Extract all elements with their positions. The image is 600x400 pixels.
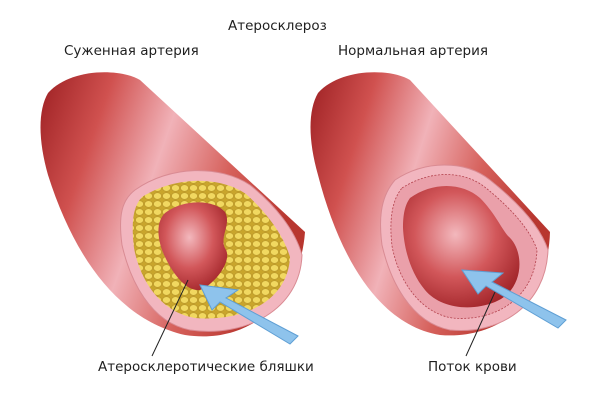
narrowed-artery: [40, 72, 305, 357]
blood-flow-arrow-right: [461, 269, 567, 329]
plaque-label: Атеросклеротические бляшки: [98, 359, 314, 375]
normal-artery: [310, 72, 567, 357]
normal-artery-heading: Нормальная артерия: [338, 43, 489, 59]
blood-flow-arrow-left: [199, 284, 299, 345]
narrowed-artery-heading: Суженная артерия: [64, 43, 199, 59]
blood-flow-label: Поток крови: [428, 359, 517, 375]
flow-callout-line: [465, 291, 496, 357]
plaque-callout-line: [151, 279, 189, 357]
diagram-title: Атеросклероз: [228, 18, 327, 34]
